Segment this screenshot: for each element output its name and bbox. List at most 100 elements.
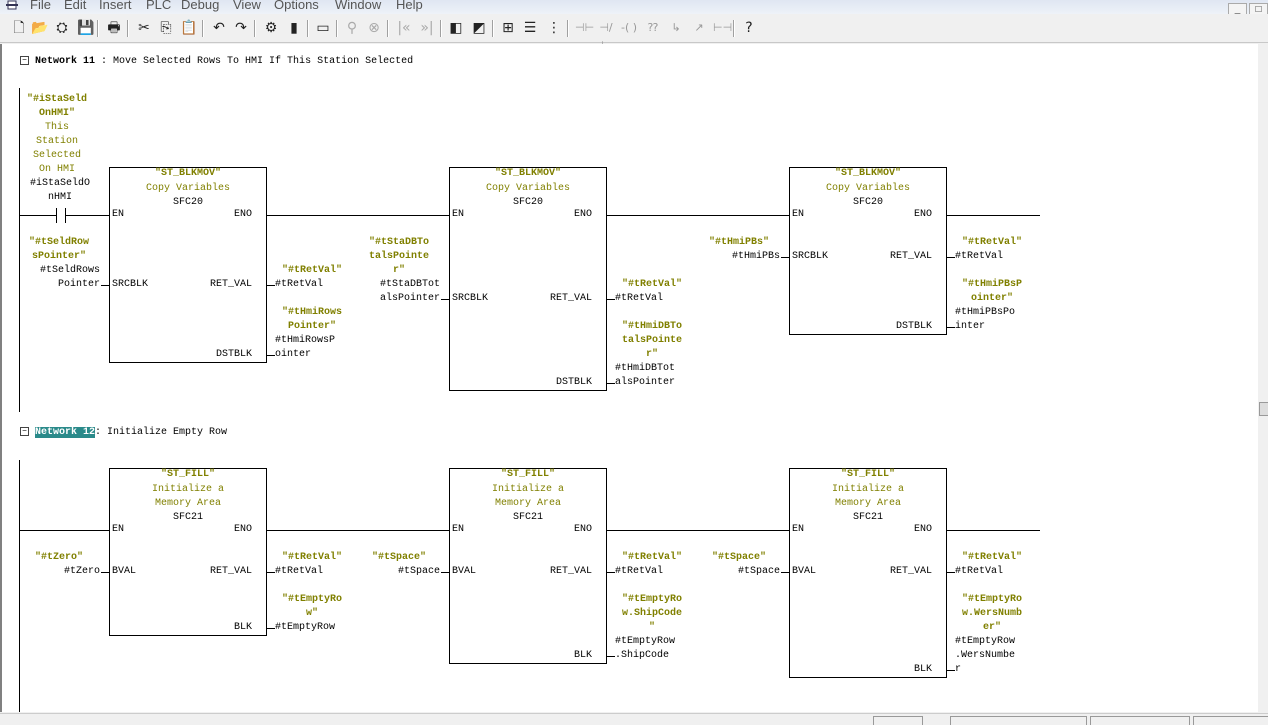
redo-icon[interactable]: ↷ xyxy=(235,20,247,36)
branch-open-icon[interactable]: ↳ xyxy=(671,21,681,34)
output-operand[interactable]: #tEmptyRow xyxy=(275,622,336,633)
block-comment: Initialize a Memory Area xyxy=(151,484,225,509)
accessible-nodes-icon[interactable]: ⛭ xyxy=(56,20,68,36)
tree-icon[interactable]: ☰ xyxy=(523,20,537,36)
menu-plc[interactable]: PLC xyxy=(146,0,172,12)
network-label[interactable]: Network 11 xyxy=(35,56,96,67)
pin-label: BLK xyxy=(573,650,592,661)
paste-icon[interactable]: 📋 xyxy=(180,20,198,36)
status-panel xyxy=(1090,716,1190,725)
menu-edit[interactable]: Edit xyxy=(64,0,87,12)
copy-icon[interactable]: ⎘ xyxy=(160,20,172,36)
function-block[interactable] xyxy=(449,167,607,391)
function-block[interactable] xyxy=(789,167,947,335)
network-title[interactable]: Initialize Empty Row xyxy=(107,427,228,438)
maximize-button[interactable]: □ xyxy=(1249,3,1268,14)
network-icon[interactable]: ⚲ xyxy=(346,20,358,36)
block-symbol: "ST_FILL" xyxy=(840,469,896,480)
next-icon[interactable]: »| xyxy=(420,20,434,36)
minimize-button[interactable]: _ xyxy=(1228,3,1247,14)
scrollbar-thumb[interactable] xyxy=(1259,402,1268,416)
input-operand[interactable]: #tSpace xyxy=(397,566,440,577)
menu-options[interactable]: Options xyxy=(274,0,319,12)
output-operand[interactable]: #tRetVal xyxy=(615,293,664,304)
monitor-icon[interactable]: ▮ xyxy=(290,20,298,36)
output-operand[interactable]: #tRetVal xyxy=(615,566,664,577)
open-icon[interactable]: 📂 xyxy=(31,20,49,36)
network-label[interactable]: Network 12 xyxy=(33,426,97,439)
block-symbol: "ST_BLKMOV" xyxy=(154,168,222,179)
menu-debug[interactable]: Debug xyxy=(181,0,220,12)
function-block[interactable] xyxy=(109,468,267,636)
wire xyxy=(19,530,109,531)
menu-window[interactable]: Window xyxy=(335,0,382,12)
pin-label: DSTBLK xyxy=(215,349,252,360)
pin-label: DSTBLK xyxy=(555,377,592,388)
pin-en: EN xyxy=(452,209,465,220)
wire xyxy=(781,257,789,258)
vertical-scrollbar[interactable] xyxy=(1258,44,1268,712)
details-icon[interactable]: ◩ xyxy=(472,20,486,36)
output-operand[interactable]: #tHmiPBsPo inter xyxy=(955,307,1016,332)
output-operand[interactable]: #tHmiRowsP ointer xyxy=(275,335,336,360)
previous-icon[interactable]: |« xyxy=(397,20,411,36)
print-icon[interactable]: 🖶 xyxy=(107,20,121,36)
compile-icon[interactable]: ▭ xyxy=(316,20,330,36)
output-operand[interactable]: #tRetVal xyxy=(275,279,324,290)
input-operand[interactable]: #tStaDBTot alsPointer xyxy=(379,279,440,304)
overview-icon[interactable]: ◧ xyxy=(449,20,463,36)
output-operand[interactable]: #tRetVal xyxy=(275,566,324,577)
network-header[interactable]: −Network 12: Initialize Empty Row xyxy=(20,426,227,440)
call-structure-icon[interactable]: ⋮ xyxy=(547,20,561,36)
menu-view[interactable]: View xyxy=(233,0,261,12)
block-comment: Copy Variables xyxy=(485,183,571,194)
output-symbol: "#tEmptyRo w" xyxy=(281,594,343,619)
output-operand[interactable]: #tRetVal xyxy=(955,251,1004,262)
output-symbol: "#tHmiPBsP ointer" xyxy=(961,279,1023,304)
wire xyxy=(267,572,275,573)
input-operand[interactable]: #tZero xyxy=(63,566,100,577)
function-block[interactable] xyxy=(109,167,267,363)
pin-en: EN xyxy=(792,209,805,220)
branch-close-icon[interactable]: ↗ xyxy=(694,21,704,34)
input-operand[interactable]: #tHmiPBs xyxy=(731,251,780,262)
output-operand[interactable]: #tEmptyRow .ShipCode xyxy=(615,636,676,661)
input-operand[interactable]: #tSpace xyxy=(737,566,780,577)
wire xyxy=(267,628,275,629)
output-operand[interactable]: #tRetVal xyxy=(955,566,1004,577)
network-header[interactable]: −Network 11 : Move Selected Rows To HMI … xyxy=(20,55,413,69)
save-icon[interactable]: 💾 xyxy=(77,20,95,36)
function-block[interactable] xyxy=(789,468,947,678)
block-name: SFC20 xyxy=(852,197,884,208)
new-icon[interactable]: 🗋 xyxy=(13,20,25,36)
collapse-toggle[interactable]: − xyxy=(20,426,29,436)
menu-file[interactable]: File xyxy=(30,0,51,12)
input-operand[interactable]: #tSeldRows Pointer xyxy=(39,265,100,290)
output-symbol: "#tRetVal" xyxy=(281,552,343,563)
output-symbol: "#tRetVal" xyxy=(281,265,343,276)
menu-insert[interactable]: Insert xyxy=(99,0,132,12)
undo-icon[interactable]: ↶ xyxy=(213,20,225,36)
menu-help[interactable]: Help xyxy=(396,0,423,12)
compare-icon[interactable]: ⊗ xyxy=(368,20,380,36)
input-symbol: "#tStaDBTo talsPointe r" xyxy=(368,237,430,276)
download-icon[interactable]: ⚙ xyxy=(264,20,278,36)
network-title[interactable]: Move Selected Rows To HMI If This Statio… xyxy=(113,56,414,67)
empty-box-icon[interactable]: ⁇ xyxy=(647,21,659,34)
normally-open-contact-icon[interactable]: ⊣⊢ xyxy=(575,21,595,34)
normally-closed-contact-icon[interactable]: ⊣/⊢ xyxy=(599,21,613,52)
collapse-toggle[interactable]: − xyxy=(20,55,29,65)
pin-label: BLK xyxy=(233,622,252,633)
output-operand[interactable]: #tEmptyRow .WersNumbe r xyxy=(955,636,1016,675)
cut-icon[interactable]: ✂ xyxy=(138,20,150,36)
connection-icon[interactable]: ⊢⊣ xyxy=(713,21,733,34)
program-elements-icon[interactable]: ⊞ xyxy=(502,20,514,36)
block-name: SFC20 xyxy=(172,197,204,208)
contact-icon[interactable] xyxy=(65,208,66,223)
help-icon[interactable]: ? xyxy=(745,20,753,36)
function-block[interactable] xyxy=(449,468,607,664)
lad-editor[interactable]: −Network 11 : Move Selected Rows To HMI … xyxy=(0,44,1260,712)
contact-icon[interactable] xyxy=(56,208,57,223)
coil-icon[interactable]: -( ) xyxy=(620,21,638,34)
output-operand[interactable]: #tHmiDBTot alsPointer xyxy=(615,363,676,388)
